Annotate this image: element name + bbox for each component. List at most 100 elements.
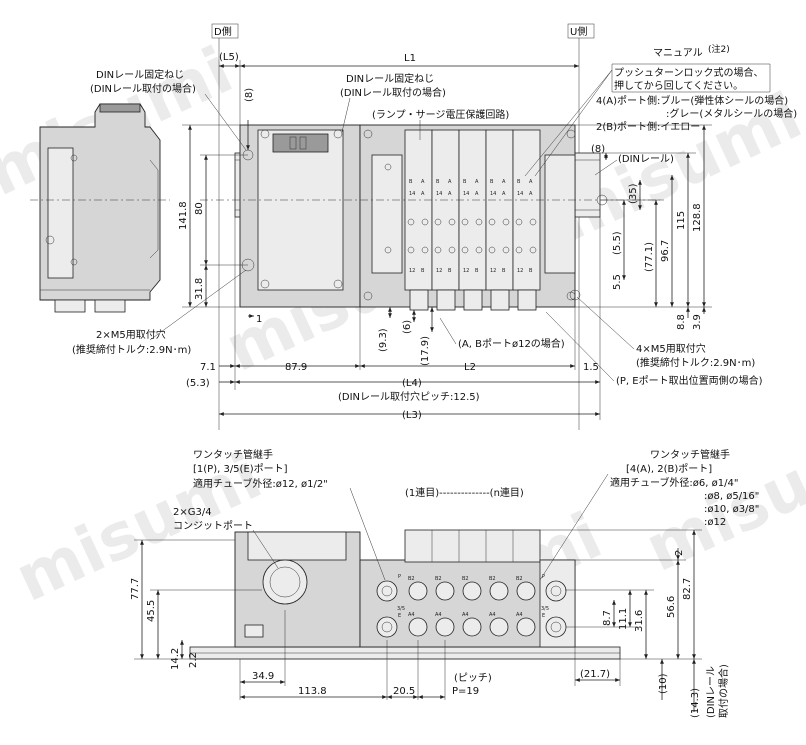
callout-stations: (1連目)--------------(n連目) — [405, 486, 524, 499]
svg-text:B: B — [436, 179, 440, 185]
svg-text:14: 14 — [517, 191, 523, 197]
bottom-dimensions: 77.7 45.5 14.2 2.2 34.9 113.8 20.5 (ピッチ)… — [130, 529, 730, 718]
svg-text:14: 14 — [436, 191, 442, 197]
svg-text:B: B — [409, 179, 413, 185]
dim-128-8: 128.8 — [692, 203, 703, 232]
svg-text:A: A — [502, 179, 506, 185]
svg-text:14: 14 — [490, 191, 496, 197]
dim-10: (10) — [658, 673, 669, 694]
svg-text:E: E — [398, 613, 401, 619]
svg-text:12: 12 — [436, 268, 442, 274]
dim-din-pitch: (DINレール取付穴ピッチ:12.5) — [338, 390, 480, 403]
dim-1: 1 — [256, 314, 262, 325]
din-note-2: 取付の場合) — [717, 664, 730, 718]
dim-pitch-label: (ピッチ) — [454, 672, 492, 684]
callout-pe-port: (P, Eポート取出位置両側の場合) — [616, 374, 763, 387]
dim-96-7: 96.7 — [660, 240, 671, 262]
svg-text:12: 12 — [409, 268, 415, 274]
dim-8-left: (8) — [244, 88, 255, 102]
svg-text:B: B — [517, 179, 521, 185]
svg-text:4(A)ポート側:ブルー(弾性体シールの場合): 4(A)ポート側:ブルー(弾性体シールの場合) — [596, 94, 788, 107]
svg-text::ø12: :ø12 — [704, 517, 726, 528]
svg-text:A: A — [475, 179, 479, 185]
top-dimensions: (L5) L1 7.1 87.9 L2 1.5 (5.3) (L4) (DINレ… — [178, 52, 712, 421]
dim-14-3: (14.3) — [690, 688, 701, 718]
svg-text:(注2): (注2) — [708, 43, 730, 55]
dim-1-5: 1.5 — [583, 362, 599, 373]
svg-text:(推奨締付トルク:2.9N･m): (推奨締付トルク:2.9N･m) — [72, 343, 191, 356]
svg-text:12: 12 — [517, 268, 523, 274]
svg-text:A: A — [448, 191, 452, 197]
svg-text:適用チューブ外径:ø12, ø1/2": 適用チューブ外径:ø12, ø1/2" — [193, 477, 328, 490]
callout-din-screw-mid: DINレール固定ねじ — [346, 72, 434, 85]
callout-fitting-left: ワンタッチ管継手 — [193, 448, 273, 461]
dim-9-3: (9.3) — [378, 328, 389, 352]
svg-text:B: B — [421, 268, 425, 274]
svg-text:[4(A), 2(B)ポート]: [4(A), 2(B)ポート] — [626, 463, 712, 475]
svg-text::グレー(メタルシールの場合): :グレー(メタルシールの場合) — [666, 107, 797, 120]
dim-pitch-value: P=19 — [452, 686, 479, 697]
dim-11-1: 11.1 — [618, 608, 629, 630]
svg-text::ø10, ø3/8": :ø10, ø3/8" — [704, 504, 759, 515]
svg-text:B2: B2 — [489, 576, 496, 582]
svg-text:A: A — [475, 191, 479, 197]
svg-text:B2: B2 — [408, 576, 415, 582]
svg-text:A: A — [421, 191, 425, 197]
callout-ab-port: (A, Bポートø12の場合) — [458, 337, 565, 350]
callout-lamp: (ランプ・サージ電圧保護回路) — [372, 108, 509, 121]
dim-8-right: (8) — [591, 144, 605, 155]
svg-text:A: A — [448, 179, 452, 185]
svg-text:B: B — [490, 179, 494, 185]
svg-text:2(B)ポート側:イエロー: 2(B)ポート側:イエロー — [596, 120, 700, 133]
dim-20-5: 20.5 — [393, 686, 415, 697]
bottom-callouts: ワンタッチ管継手 [1(P), 3/5(E)ポート] 適用チューブ外径:ø12,… — [173, 448, 759, 581]
svg-text:12: 12 — [490, 268, 496, 274]
dim-56-6: 56.6 — [666, 596, 677, 618]
svg-text:コンジットポート: コンジットポート — [173, 520, 253, 532]
callout-din-screw-left: DINレール固定ねじ — [96, 68, 184, 81]
svg-text:A4: A4 — [462, 612, 469, 618]
svg-text:(DINレール取付の場合): (DINレール取付の場合) — [340, 86, 446, 99]
dim-31-6: 31.6 — [634, 610, 645, 632]
dim-21-7: (21.7) — [580, 669, 610, 680]
svg-text:3/5: 3/5 — [541, 606, 549, 612]
port-fittings — [376, 580, 567, 638]
dim-2-2: 2.2 — [188, 652, 199, 668]
din-note-1: (DINレール — [706, 666, 717, 718]
dim-l4: (L4) — [402, 378, 422, 389]
svg-text:P: P — [398, 574, 401, 580]
svg-text::ø8, ø5/16": :ø8, ø5/16" — [704, 491, 759, 502]
svg-text:B: B — [463, 179, 467, 185]
svg-text:B: B — [475, 268, 479, 274]
svg-text:B: B — [448, 268, 452, 274]
svg-text:12: 12 — [463, 268, 469, 274]
u-side-label: U側 — [570, 25, 587, 38]
callout-fitting-right: ワンタッチ管継手 — [650, 448, 730, 461]
dim-77-1: (77.1) — [644, 242, 655, 272]
svg-text:A4: A4 — [408, 612, 415, 618]
dim-l3: (L3) — [402, 410, 422, 421]
dim-6: (6) — [402, 320, 413, 334]
side-labels: D側 U側 — [211, 23, 595, 430]
callout-conduit: 2×G3/4 — [173, 507, 212, 518]
dim-113-8: 113.8 — [298, 686, 327, 697]
dim-80: 80 — [194, 202, 205, 215]
svg-text:押してから回してください。: 押してから回してください。 — [614, 79, 743, 92]
dim-115: 115 — [676, 211, 687, 230]
svg-text:3/5: 3/5 — [397, 606, 405, 612]
dim-5-3: (5.3) — [186, 378, 210, 389]
callout-manual-title: マニュアル — [653, 48, 703, 59]
svg-text:[1(P), 3/5(E)ポート]: [1(P), 3/5(E)ポート] — [193, 463, 288, 475]
dim-77-7: 77.7 — [130, 578, 141, 600]
svg-text:A: A — [421, 179, 425, 185]
svg-text:B2: B2 — [516, 576, 523, 582]
svg-text:P: P — [542, 574, 545, 580]
dim-17-9: (17.9) — [420, 336, 431, 366]
dim-8-8: 8.8 — [676, 314, 687, 330]
svg-text:A: A — [529, 179, 533, 185]
dim-5-5-a: (5.5) — [612, 231, 623, 255]
dim-7-1: 7.1 — [200, 362, 216, 373]
svg-text:B2: B2 — [462, 576, 469, 582]
svg-text:適用チューブ外径:ø6, ø1/4": 適用チューブ外径:ø6, ø1/4" — [610, 476, 738, 489]
